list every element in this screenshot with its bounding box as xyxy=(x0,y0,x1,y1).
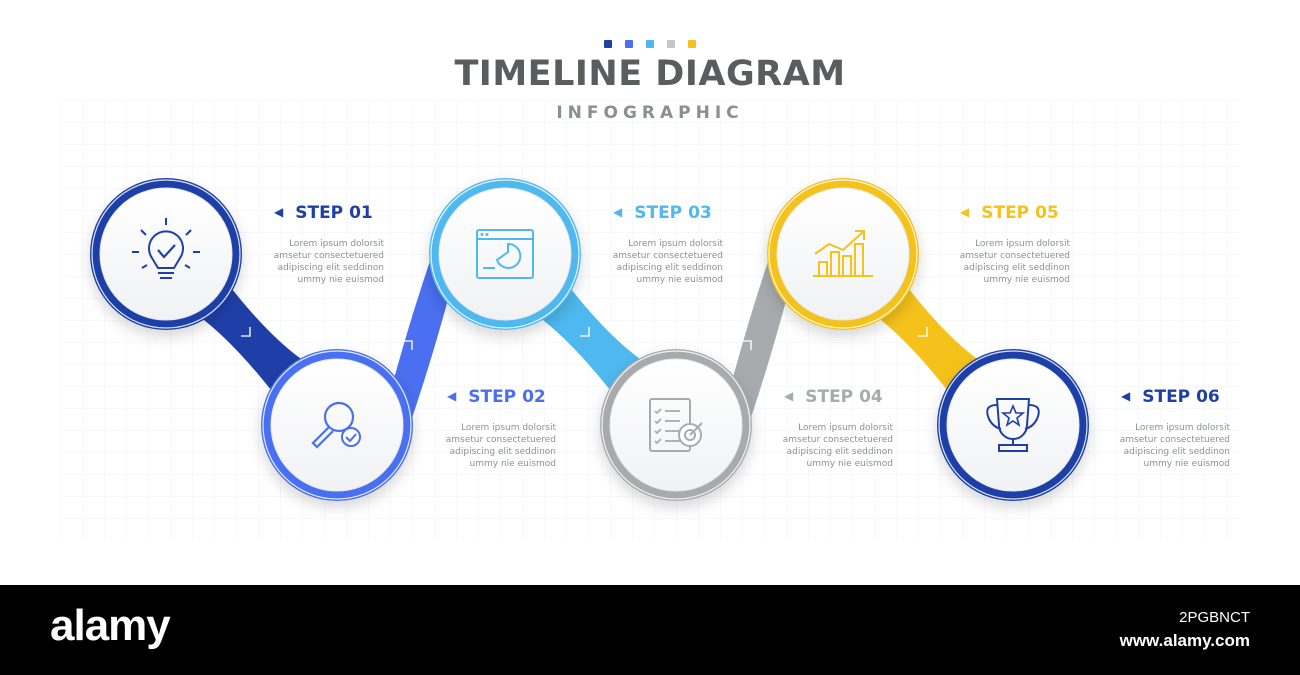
step-description: Lorem ipsum dolorsit amsetur consectetue… xyxy=(259,238,384,286)
step-label: ◀ STEP 01 xyxy=(274,203,373,223)
description-line: ummy nie euismod xyxy=(806,459,893,469)
step-title: STEP 03 xyxy=(634,203,712,223)
step-face xyxy=(270,358,404,492)
step-description: Lorem ipsum dolorsit amsetur consectetue… xyxy=(768,422,893,470)
connector xyxy=(873,284,983,395)
step-circle xyxy=(90,178,242,330)
step-circle xyxy=(767,178,919,330)
step-circle xyxy=(937,349,1089,501)
triangle-icon: ◀ xyxy=(1121,389,1131,403)
chevron-icon xyxy=(403,340,413,350)
description-line: Lorem ipsum dolorsit xyxy=(798,423,893,433)
step-face xyxy=(776,187,910,321)
color-dot xyxy=(688,40,696,48)
step-face xyxy=(946,358,1080,492)
color-dot xyxy=(625,40,633,48)
checklist-target-icon xyxy=(649,398,703,452)
triangle-icon: ◀ xyxy=(960,205,970,219)
connector xyxy=(535,284,646,395)
step-label: ◀ STEP 03 xyxy=(613,203,712,223)
description-line: ummy nie euismod xyxy=(1143,459,1230,469)
triangle-icon: ◀ xyxy=(784,389,794,403)
step-label: ◀ STEP 05 xyxy=(960,203,1059,223)
description-line: Lorem ipsum dolorsit xyxy=(1135,423,1230,433)
image-id: 2PGBNCT xyxy=(1179,609,1250,626)
description-line: amsetur consectetuered xyxy=(445,435,556,445)
watermark-url: www.alamy.com xyxy=(1119,631,1250,650)
description-line: adipiscing elit seddinon xyxy=(1123,447,1230,457)
triangle-icon: ◀ xyxy=(447,389,457,403)
description-line: adipiscing elit seddinon xyxy=(449,447,556,457)
step-label: ◀ STEP 06 xyxy=(1121,387,1220,407)
timeline-diagram xyxy=(90,178,1089,501)
magnifier-check-icon xyxy=(311,401,361,449)
description-line: amsetur consectetuered xyxy=(612,251,723,261)
infographic-canvas: TIMELINE DIAGRAM INFOGRAPHIC ◀ STEP 01 ◀ S… xyxy=(60,40,1240,540)
description-line: amsetur consectetuered xyxy=(273,251,384,261)
chevron-icon xyxy=(742,340,752,350)
growth-chart-icon xyxy=(813,230,873,277)
description-line: ummy nie euismod xyxy=(636,275,723,285)
description-line: adipiscing elit seddinon xyxy=(277,263,384,273)
triangle-icon: ◀ xyxy=(274,205,284,219)
color-dot xyxy=(604,40,612,48)
description-line: Lorem ipsum dolorsit xyxy=(975,239,1070,249)
step-description: Lorem ipsum dolorsit amsetur consectetue… xyxy=(945,238,1070,286)
description-line: adipiscing elit seddinon xyxy=(616,263,723,273)
chevron-icon xyxy=(241,327,251,337)
trophy-icon xyxy=(986,398,1040,452)
color-dot xyxy=(667,40,675,48)
step-label: ◀ STEP 02 xyxy=(447,387,546,407)
step-title: STEP 02 xyxy=(468,387,546,407)
step-title: STEP 01 xyxy=(295,203,373,223)
chevron-icon xyxy=(580,327,590,337)
diagram-title: TIMELINE DIAGRAM xyxy=(454,54,846,94)
color-dot xyxy=(646,40,654,48)
connector-ribbon xyxy=(196,284,307,395)
step-circle xyxy=(261,349,413,501)
connector-ribbon xyxy=(873,284,983,395)
step-title: STEP 06 xyxy=(1142,387,1220,407)
diagram-subtitle: INFOGRAPHIC xyxy=(556,103,744,123)
watermark-bar: alamy 2PGBNCT www.alamy.com xyxy=(0,585,1300,675)
description-line: ummy nie euismod xyxy=(297,275,384,285)
description-line: Lorem ipsum dolorsit xyxy=(289,239,384,249)
lightbulb-check-icon xyxy=(132,218,200,279)
step-circle xyxy=(600,349,752,501)
step-face xyxy=(609,358,743,492)
description-line: amsetur consectetuered xyxy=(1119,435,1230,445)
step-title: STEP 04 xyxy=(805,387,883,407)
browser-chart-icon xyxy=(476,229,534,279)
alamy-logo: alamy xyxy=(50,601,171,650)
description-line: amsetur consectetuered xyxy=(782,435,893,445)
step-circle xyxy=(429,178,581,330)
triangle-icon: ◀ xyxy=(613,205,623,219)
description-line: Lorem ipsum dolorsit xyxy=(628,239,723,249)
step-description: Lorem ipsum dolorsit amsetur consectetue… xyxy=(431,422,556,470)
description-line: ummy nie euismod xyxy=(983,275,1070,285)
step-description: Lorem ipsum dolorsit amsetur consectetue… xyxy=(598,238,723,286)
step-description: Lorem ipsum dolorsit amsetur consectetue… xyxy=(1105,422,1230,470)
chevron-icon xyxy=(918,327,928,337)
connector-ribbon xyxy=(535,284,646,395)
description-line: adipiscing elit seddinon xyxy=(963,263,1070,273)
description-line: amsetur consectetuered xyxy=(959,251,1070,261)
step-label: ◀ STEP 04 xyxy=(784,387,883,407)
description-line: ummy nie euismod xyxy=(469,459,556,469)
description-line: Lorem ipsum dolorsit xyxy=(461,423,556,433)
description-line: adipiscing elit seddinon xyxy=(786,447,893,457)
step-title: STEP 05 xyxy=(981,203,1059,223)
connector xyxy=(196,284,307,395)
